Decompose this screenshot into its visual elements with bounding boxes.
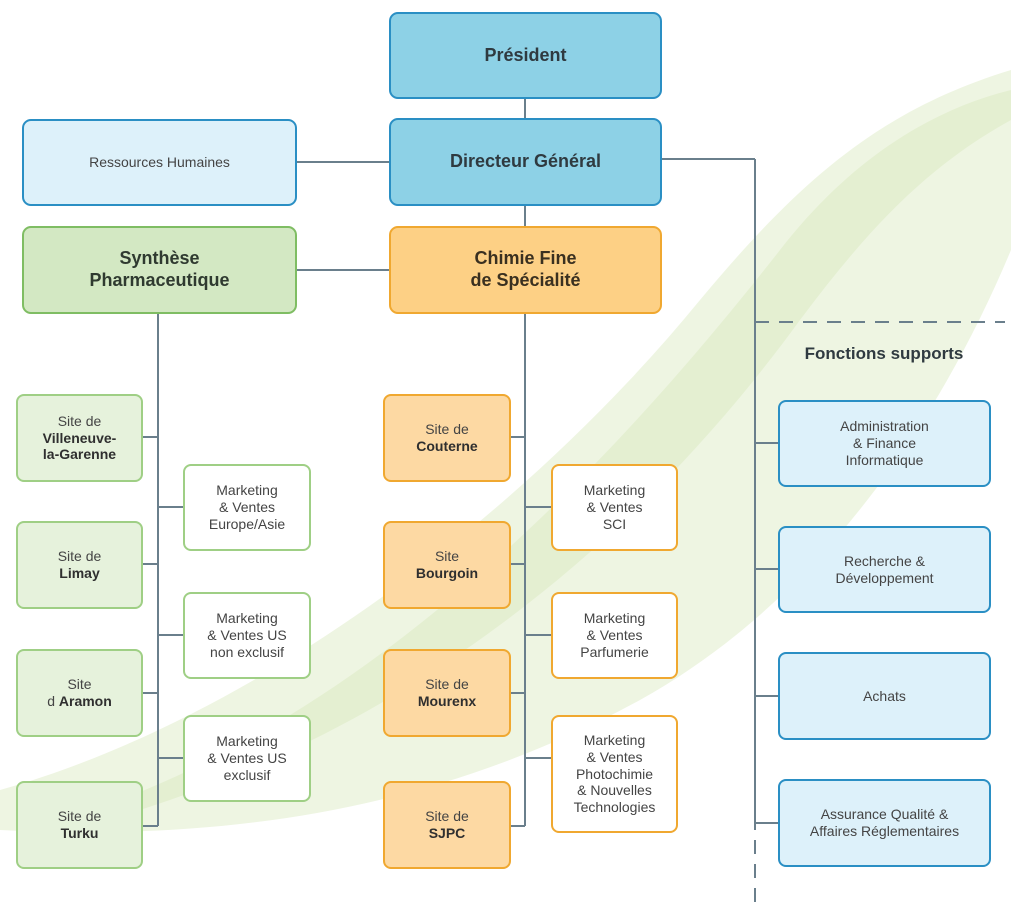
site-name: Villeneuve- <box>42 429 117 446</box>
site-prefix: Site de <box>425 421 469 438</box>
directeur-label: Directeur Général <box>449 151 602 172</box>
support-assurance-qualite: Assurance Qualité & Affaires Réglementai… <box>778 779 991 867</box>
mkt-line: & Ventes <box>586 627 643 644</box>
mkt-line: SCI <box>602 515 627 532</box>
site-name-line: d Aramon <box>47 693 112 710</box>
site-name: Mourenx <box>417 693 477 709</box>
marketing-europe-asie: Marketing & Ventes Europe/Asie <box>183 464 311 551</box>
site-prefix: Site de <box>425 676 469 693</box>
chimie-box: Chimie Fine de Spécialité <box>389 226 662 314</box>
site-couterne: Site de Couterne <box>383 394 511 482</box>
chimie-line-1: Chimie Fine <box>474 248 577 269</box>
site-name: Couterne <box>416 438 478 454</box>
mkt-line: Europe/Asie <box>208 515 286 532</box>
support-line: Achats <box>863 687 906 704</box>
support-line: Informatique <box>845 451 924 468</box>
marketing-sci: Marketing & Ventes SCI <box>551 464 678 551</box>
marketing-us-non-exclusif: Marketing & Ventes US non exclusif <box>183 592 311 679</box>
support-administration: Administration & Finance Informatique <box>778 400 991 487</box>
mkt-line: & Ventes <box>218 499 276 516</box>
mkt-line: & Ventes <box>586 499 643 516</box>
marketing-us-exclusif: Marketing & Ventes US exclusif <box>183 715 311 802</box>
site-prefix: Site de <box>57 548 102 565</box>
support-achats: Achats <box>778 652 991 740</box>
site-name: Limay <box>59 565 100 581</box>
mkt-line: Marketing <box>583 482 646 499</box>
synthese-line-1: Synthèse <box>119 248 200 269</box>
mkt-line: & Nouvelles <box>577 782 652 799</box>
synthese-line-2: Pharmaceutique <box>89 270 230 290</box>
site-name: Turku <box>60 825 99 841</box>
site-name: Bourgoin <box>415 565 479 581</box>
site-turku: Site de Turku <box>16 781 143 869</box>
mkt-line: & Ventes <box>586 748 643 765</box>
mkt-line: Parfumerie <box>580 643 649 660</box>
marketing-parfumerie: Marketing & Ventes Parfumerie <box>551 592 678 679</box>
site-mourenx: Site de Mourenx <box>383 649 511 737</box>
site-prefix: Site <box>434 548 460 565</box>
site-name: Aramon <box>58 693 112 709</box>
synthese-box: Synthèse Pharmaceutique <box>22 226 297 314</box>
rh-label: Ressources Humaines <box>89 154 230 171</box>
support-line: Administration <box>840 418 929 435</box>
site-prefix: Site de <box>425 808 469 825</box>
president-box: Président <box>389 12 662 99</box>
mkt-line: & Ventes US <box>207 627 287 644</box>
marketing-photochimie: Marketing & Ventes Photochimie & Nouvell… <box>551 715 678 833</box>
president-label: Président <box>484 44 567 65</box>
mkt-line: Photochimie <box>575 765 654 782</box>
site-prefix-d: d <box>47 693 55 709</box>
support-line: Recherche & <box>844 552 925 569</box>
support-line: Assurance Qualité & <box>820 806 949 823</box>
support-line: Développement <box>835 569 934 586</box>
site-villeneuve: Site de Villeneuve- la-Garenne <box>16 394 143 482</box>
site-prefix: Site <box>67 676 92 693</box>
mkt-line: Technologies <box>573 799 656 816</box>
mkt-line: Marketing <box>583 732 646 748</box>
chimie-line-2: de Spécialité <box>470 270 581 290</box>
mkt-line: exclusif <box>223 766 271 783</box>
site-sjpc: Site de SJPC <box>383 781 511 869</box>
mkt-line: Marketing <box>216 482 278 499</box>
directeur-box: Directeur Général <box>389 118 662 206</box>
site-name: la-Garenne <box>42 446 117 463</box>
mkt-line: Marketing <box>583 610 646 627</box>
support-recherche: Recherche & Développement <box>778 526 991 613</box>
site-prefix: Site de <box>57 808 102 825</box>
support-line: & Finance <box>852 435 917 452</box>
supports-title: Fonctions supports <box>804 344 964 363</box>
site-name: SJPC <box>428 825 466 841</box>
mkt-line: Marketing <box>216 610 278 627</box>
rh-box: Ressources Humaines <box>22 119 297 206</box>
site-aramon: Site d Aramon <box>16 649 143 737</box>
mkt-line: & Ventes US <box>207 750 287 767</box>
support-line: Affaires Réglementaires <box>809 823 960 839</box>
mkt-line: non exclusif <box>210 643 284 660</box>
mkt-line: Marketing <box>216 733 278 750</box>
site-bourgoin: Site Bourgoin <box>383 521 511 609</box>
site-prefix: Site de <box>57 412 102 429</box>
site-limay: Site de Limay <box>16 521 143 609</box>
